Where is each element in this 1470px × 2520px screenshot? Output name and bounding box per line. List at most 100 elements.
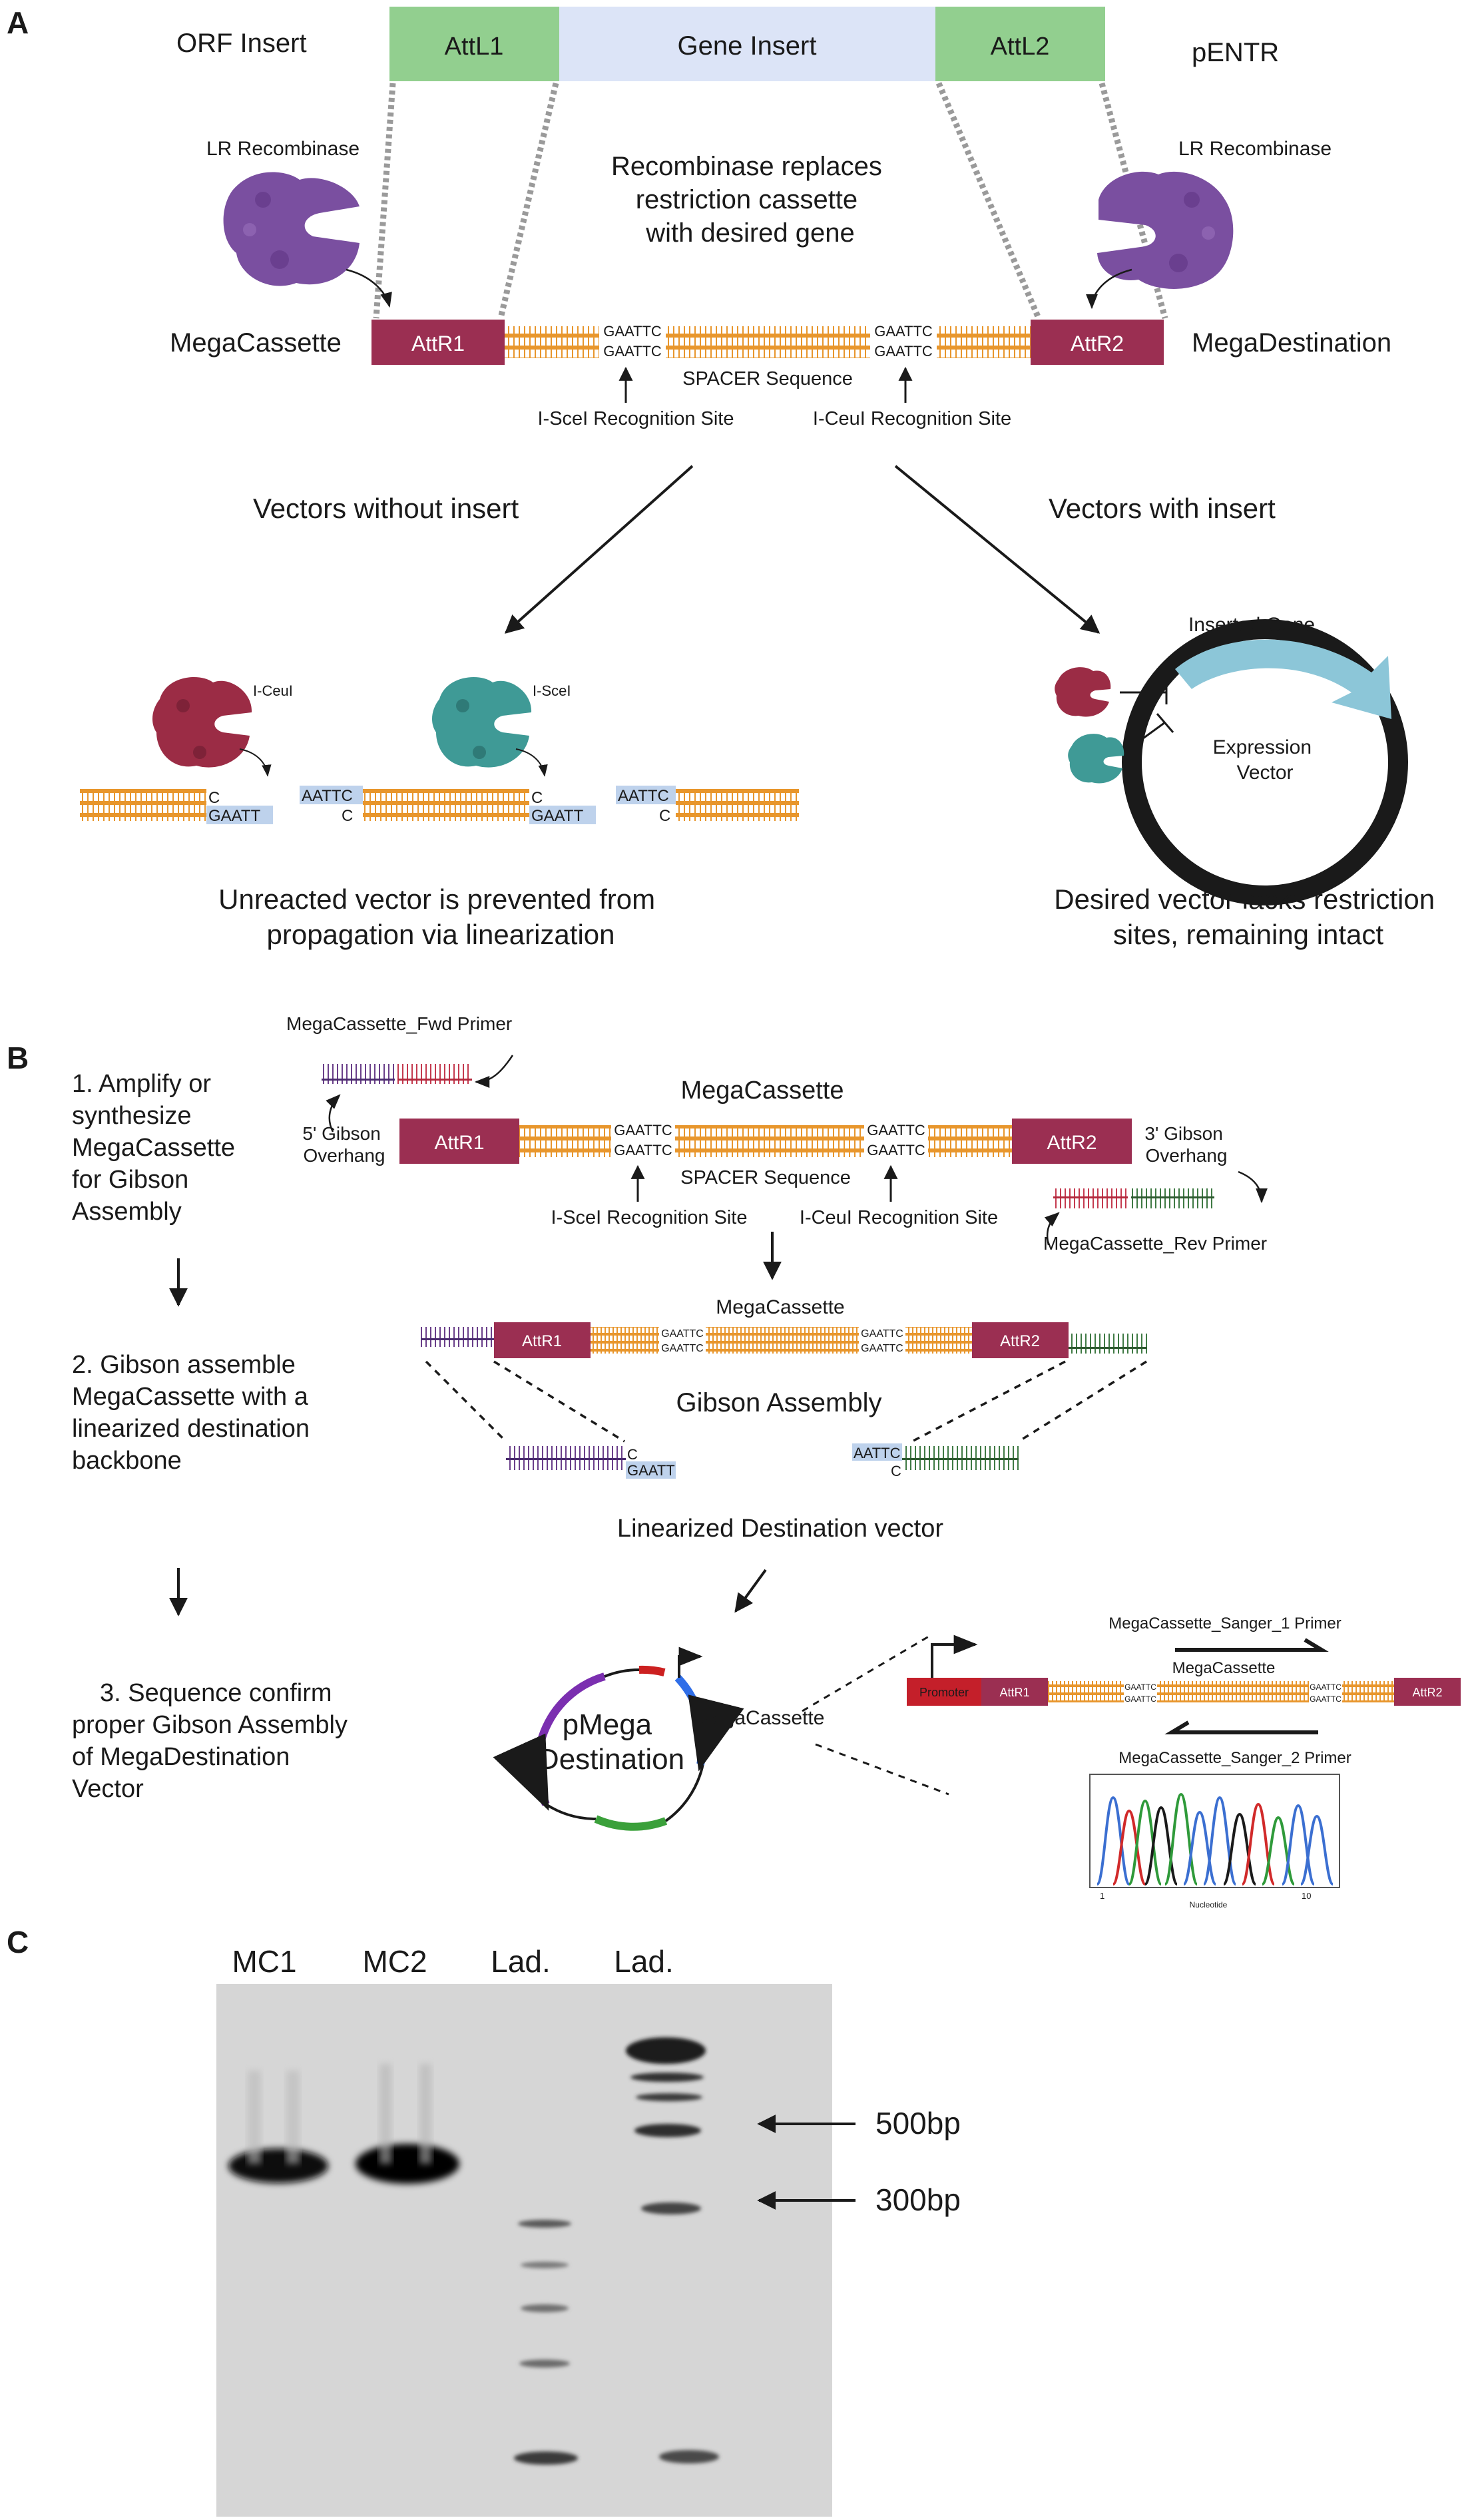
iceu1-site-label-a: I-CeuI Recognition Site	[813, 408, 1011, 429]
panel-b-letter: B	[7, 1041, 29, 1075]
pmega-plasmid	[493, 1665, 744, 1831]
ladder2-band-3	[636, 2093, 702, 2101]
vectors-with-label: Vectors with insert	[1049, 493, 1276, 524]
fragment-1: C GAATT	[80, 789, 273, 825]
dashed-guides	[373, 82, 1168, 320]
linearized-label: Linearized Destination vector	[617, 1515, 943, 1543]
promoter-label: Promoter	[919, 1686, 969, 1699]
spacer-label-a: SPACER Sequence	[682, 368, 853, 389]
seq-bg-right-a	[870, 322, 937, 361]
pentr-label: pENTR	[1192, 38, 1279, 67]
gibson-3-label: 3' Gibson Overhang	[1144, 1123, 1228, 1166]
svg-text:GAATTC: GAATTC	[861, 1328, 903, 1340]
dna-strand-a	[505, 326, 1031, 358]
ladder1-band-4	[519, 2360, 570, 2368]
svg-text:C: C	[342, 807, 353, 825]
lr-recombinase-left-label: LR Recombinase	[206, 138, 360, 160]
chromatogram-frame	[1089, 1774, 1340, 1888]
unreacted-caption: Unreacted vector is prevented from propa…	[218, 883, 663, 950]
svg-text:GAATT: GAATT	[531, 807, 584, 825]
spacer-label-b: SPACER Sequence	[680, 1167, 851, 1188]
panel-c-letter: C	[7, 1925, 29, 1959]
chrom-tick-1: 1	[1100, 1891, 1104, 1901]
svg-text:AATTC: AATTC	[854, 1445, 901, 1461]
gibson-assembly-label: Gibson Assembly	[676, 1388, 881, 1417]
lr-recombinase-right-label: LR Recombinase	[1178, 138, 1332, 160]
attr2-label-a: AttR2	[1071, 332, 1124, 356]
attl1-label: AttL1	[445, 33, 504, 61]
attr2-label-b: AttR2	[1047, 1132, 1097, 1154]
seq-b-left-bot: GAATTC	[614, 1142, 672, 1158]
svg-text:GAATTC: GAATTC	[861, 1343, 903, 1354]
zoom-dashed-lines	[802, 1633, 949, 1796]
seq-left-bot-a: GAATTC	[603, 343, 662, 360]
inserted-gene-arc	[1175, 639, 1391, 719]
attr2-box-b	[1012, 1119, 1132, 1164]
panel-a-letter: A	[7, 5, 29, 40]
ladder2-band-2	[630, 2073, 704, 2082]
gibson-5-label: 5' Gibson Overhang	[302, 1123, 385, 1166]
attl2-box	[935, 7, 1105, 81]
megacassette-label-a: MegaCassette	[170, 328, 342, 358]
svg-text:C: C	[627, 1446, 638, 1463]
gibson-5-arrow	[326, 1094, 341, 1133]
iceu1-curved-arrow	[239, 748, 272, 777]
expression-vector-ring	[1122, 619, 1408, 905]
lane-label-lad2: Lad.	[614, 1944, 674, 1979]
step-1-text: 1. Amplify or synthesize MegaCassette fo…	[72, 1070, 242, 1226]
promoter-arrow-plasmid	[678, 1646, 703, 1678]
lr-recombinase-right-icon	[1097, 171, 1234, 289]
ladder2-band-1	[626, 2037, 706, 2064]
attr1-box-b	[399, 1119, 519, 1164]
svg-text:AATTC: AATTC	[302, 787, 353, 805]
linear-fragment-left: C GAATT	[506, 1446, 676, 1479]
seq-b-left-top: GAATTC	[614, 1122, 672, 1138]
seq-b-right-top: GAATTC	[867, 1122, 925, 1138]
lane-label-mc1: MC1	[232, 1944, 296, 1979]
step-3-text: 3. Sequence confirm proper Gibson Assemb…	[72, 1679, 355, 1803]
panel-b: B 1. Amplify or synthesize MegaCassette …	[7, 1013, 1461, 1909]
seq-b-right-bot: GAATTC	[867, 1142, 925, 1158]
ladder1-band-2	[521, 2262, 569, 2268]
inserted-gene-label: Inserted Gene	[1188, 614, 1315, 636]
megadestination-label: MegaDestination	[1192, 328, 1391, 358]
arrow-without-insert	[504, 465, 694, 634]
megacassette-label-b2: MegaCassette	[716, 1296, 844, 1318]
ladder2-band-500	[634, 2124, 701, 2137]
attr1-label-b2: AttR1	[522, 1332, 562, 1350]
chromatogram-peaks	[1096, 1792, 1334, 1886]
marker-500-label: 500bp	[875, 2106, 961, 2141]
svg-text:GAATTC: GAATTC	[1124, 1682, 1156, 1692]
svg-text:C: C	[531, 789, 543, 807]
dna-strand-b2	[591, 1327, 972, 1354]
panel-a: A ORF Insert AttL1 Gene Insert AttL2 pEN…	[7, 5, 1435, 950]
iceu1-enzyme-label: I-CeuI	[253, 682, 293, 699]
svg-text:GAATT: GAATT	[627, 1462, 675, 1479]
isce1-enzyme-icon	[431, 677, 532, 768]
vectors-without-label: Vectors without insert	[253, 493, 519, 524]
recombinase-caption: Recombinase replaces restriction cassett…	[611, 152, 889, 248]
attr2-label-detail: AttR2	[1412, 1686, 1442, 1699]
isce1-enzyme-label: I-SceI	[533, 682, 571, 699]
attr1-box-detail	[981, 1678, 1048, 1706]
iceu1-enzyme-icon	[152, 677, 252, 768]
svg-text:GAATTC: GAATTC	[1124, 1694, 1156, 1704]
svg-text:GAATTC: GAATTC	[661, 1328, 704, 1340]
gibson-dashed-lines	[425, 1360, 1147, 1443]
lr-recombinase-left-icon	[223, 172, 360, 286]
isce1-site-label-b: I-SceI Recognition Site	[551, 1207, 748, 1228]
iceu1-site-label-b: I-CeuI Recognition Site	[800, 1207, 998, 1228]
attr1-label-b: AttR1	[434, 1132, 484, 1154]
marker-300-label: 300bp	[875, 2182, 961, 2217]
panel-c: C MC1 MC2 Lad. Lad. 500bp 300bp	[7, 1925, 961, 2517]
fwd-primer-arrow	[474, 1055, 514, 1088]
ladder2-band-300	[641, 2202, 701, 2214]
fragment-2: AATTC C C GAATT	[300, 786, 596, 825]
seq-left-top-a: GAATTC	[603, 323, 662, 340]
right-overhang-b2	[1069, 1334, 1147, 1354]
dna-strand-b	[519, 1125, 1012, 1157]
svg-text:GAATTC: GAATTC	[1310, 1682, 1342, 1692]
promoter-arrow-detail	[931, 1635, 978, 1678]
svg-text:AATTC: AATTC	[618, 787, 669, 805]
